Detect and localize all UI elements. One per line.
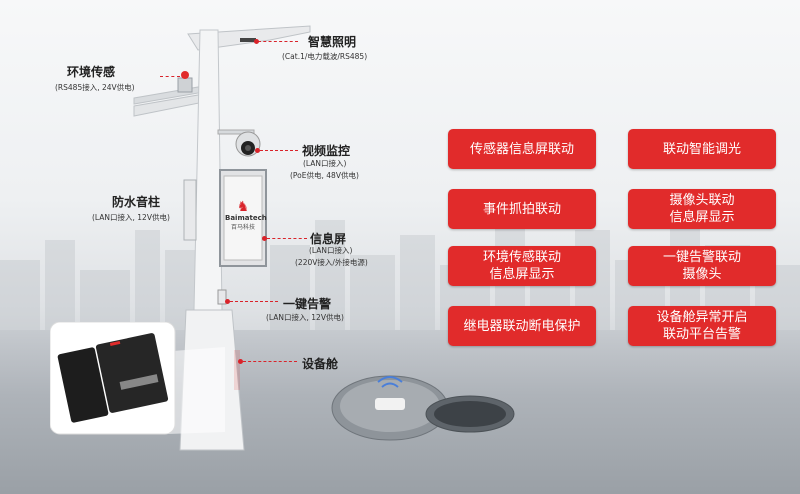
screen-sub2: (220V接入/外接电源)	[295, 258, 368, 267]
lighting-marker	[254, 39, 259, 44]
video-marker	[255, 148, 260, 153]
env-title: 环境传感	[67, 65, 116, 79]
feature-alarm-camera-button[interactable]: 一键告警联动 摄像头	[628, 246, 776, 286]
lighting-line	[258, 41, 298, 42]
cabin-marker	[238, 359, 243, 364]
env-line	[160, 76, 180, 77]
screen-title: 信息屏	[310, 232, 347, 246]
video-line	[260, 150, 298, 151]
cabin-line	[243, 361, 297, 362]
gateway-device-icon	[57, 347, 109, 423]
env-sub: (RS485接入, 24V供电)	[55, 83, 135, 92]
alarm-title: 一键告警	[283, 297, 332, 311]
lighting-sub: (Cat.1/电力载波/RS485)	[282, 52, 368, 61]
video-sub1: (LAN口接入)	[303, 159, 347, 168]
screen-sub1: (LAN口接入)	[309, 246, 353, 255]
controller-device-icon	[95, 333, 169, 413]
video-title: 视频监控	[302, 144, 351, 158]
feature-smart-dimming-button[interactable]: 联动智能调光	[628, 129, 776, 169]
screen-line	[267, 238, 307, 239]
brand-name: Baimatech	[225, 214, 267, 222]
lighting-title: 智慧照明	[308, 35, 357, 49]
manhole-sensor	[331, 375, 515, 441]
horse-logo-icon: ♞	[236, 199, 250, 215]
feature-cabin-alarm-button[interactable]: 设备舱异常开启 联动平台告警	[628, 306, 776, 346]
manhole-sensor-icon	[375, 398, 405, 410]
feature-sensor-screen-button[interactable]: 传感器信息屏联动	[448, 129, 596, 169]
cabin-title: 设备舱	[302, 357, 339, 371]
wireless-signal-icon	[377, 376, 403, 383]
cabin-device-inset	[50, 322, 225, 435]
feature-env-screen-button[interactable]: 环境传感联动 信息屏显示	[448, 246, 596, 286]
brand-cn-name: 百马科技	[230, 224, 255, 231]
alarm-sub: (LAN口接入, 12V供电)	[266, 313, 344, 322]
video-sub2: (PoE供电, 48V供电)	[290, 171, 359, 180]
speaker-title: 防水音柱	[112, 195, 161, 209]
screen-marker	[262, 236, 267, 241]
env-sensor-icon	[181, 71, 189, 79]
feature-event-capture-button[interactable]: 事件抓拍联动	[448, 189, 596, 229]
alarm-marker	[225, 299, 230, 304]
screen-brand: ♞ Baimatech 百马科技	[225, 199, 267, 231]
feature-relay-protect-button[interactable]: 继电器联动断电保护	[448, 306, 596, 346]
speaker-sub: (LAN口接入, 12V供电)	[92, 213, 170, 222]
lamp-head	[240, 38, 256, 42]
alarm-line	[230, 301, 278, 302]
feature-camera-screen-button[interactable]: 摄像头联动 信息屏显示	[628, 189, 776, 229]
